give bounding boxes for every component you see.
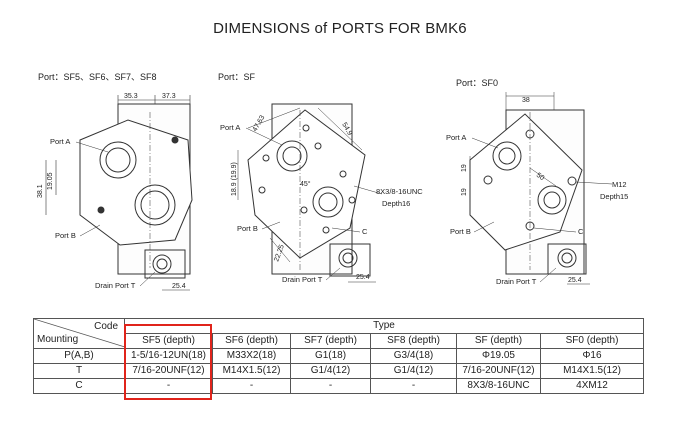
label-mid-c: C (362, 227, 368, 236)
table-cell: 4XM12 (540, 378, 644, 394)
table-cell: G1(18) (290, 348, 371, 364)
drawing-sf: Port：SF 47.63 54.9 18.9 (19.9) 45° 22.25… (218, 72, 423, 284)
port-spec-table: Code Mounting Type SF5 (depth) SF6 (dept… (33, 318, 644, 394)
dim-mid-3: 18.9 (19.9) (231, 162, 238, 196)
label-left-port-b: Port B (55, 231, 76, 240)
dim-right-5: 25.4 (568, 277, 582, 284)
label-right-drain: Drain Port T (496, 277, 537, 286)
note-right-depth: Depth15 (600, 192, 628, 201)
page-title: DIMENSIONS of PORTS FOR BMK6 (213, 20, 467, 37)
table-corner-cell: Code Mounting (33, 318, 125, 349)
table-cell: G3/4(18) (370, 348, 457, 364)
table-cell: M14X1.5(12) (212, 363, 291, 379)
dim-right-4: 19 (461, 188, 468, 196)
dim-right-1: 38 (522, 97, 530, 104)
label-mid-port-a: Port A (220, 123, 240, 132)
table-row: C - - - - 8X3/8-16UNC 4XM12 (33, 378, 644, 394)
port-dimension-drawings: Port：SF5、SF6、SF7、SF8 35.3 37.3 19.05 38.… (37, 72, 628, 291)
dim-right-3: 19 (461, 164, 468, 172)
dim-left-2: 37.3 (162, 93, 176, 100)
mounting-label: Mounting (37, 334, 79, 345)
table-cell: - (290, 378, 371, 394)
label-left-port-a: Port A (50, 137, 70, 146)
note-right-thread: M12 (612, 180, 627, 189)
caption-right: Port：SF0 (456, 78, 498, 88)
dim-mid-6: 25.4 (356, 274, 370, 281)
row-label: C (33, 378, 125, 394)
table-cell: M14X1.5(12) (540, 363, 644, 379)
row-label: T (33, 363, 125, 379)
table-cell: G1/4(12) (290, 363, 371, 379)
label-right-port-b: Port B (450, 227, 471, 236)
dim-left-4: 38.1 (37, 184, 44, 198)
table-cell: - (370, 378, 457, 394)
table-cell: Φ16 (540, 348, 644, 364)
col-header: SF (depth) (456, 333, 541, 349)
table-cell: M33X2(18) (212, 348, 291, 364)
table-cell: 7/16-20UNF(12) (456, 363, 541, 379)
drawing-sf0: Port：SF0 38 50 19 19 25.4 M12 Depth15 Po… (446, 78, 628, 286)
label-right-port-a: Port A (446, 133, 466, 142)
note-mid-depth: Depth16 (382, 199, 410, 208)
table-header-row-2: SF5 (depth) SF6 (depth) SF7 (depth) SF8 … (34, 333, 644, 349)
sf5-column-highlight (124, 324, 212, 400)
caption-middle: Port：SF (218, 72, 256, 82)
label-right-c: C (578, 227, 584, 236)
col-header: SF8 (depth) (370, 333, 457, 349)
label-left-drain: Drain Port T (95, 281, 136, 290)
table-header-row-1: Code Mounting Type (33, 318, 644, 349)
dim-mid-4: 45° (300, 180, 311, 188)
table-cell: 8X3/8-16UNC (456, 378, 541, 394)
dim-left-3: 19.05 (47, 172, 54, 190)
col-header: SF7 (depth) (290, 333, 371, 349)
note-mid-thread: 8X3/8-16UNC (376, 187, 423, 196)
table-cell: G1/4(12) (370, 363, 457, 379)
dim-left-5: 25.4 (172, 283, 186, 290)
dim-left-1: 35.3 (124, 93, 138, 100)
dim-mid-1: 47.63 (252, 114, 267, 133)
label-mid-port-b: Port B (237, 224, 258, 233)
drawing-sf5-sf8: Port：SF5、SF6、SF7、SF8 35.3 37.3 19.05 38.… (37, 72, 193, 291)
table-cell: - (212, 378, 291, 394)
col-header: SF0 (depth) (540, 333, 644, 349)
col-header: SF6 (depth) (212, 333, 291, 349)
corner-diagonal (34, 319, 125, 347)
label-mid-drain: Drain Port T (282, 275, 323, 284)
row-label: P(A,B) (33, 348, 125, 364)
table-cell: Φ19.05 (456, 348, 541, 364)
caption-left: Port：SF5、SF6、SF7、SF8 (38, 72, 157, 82)
code-label: Code (94, 321, 118, 332)
dim-right-2: 50 (535, 172, 545, 182)
